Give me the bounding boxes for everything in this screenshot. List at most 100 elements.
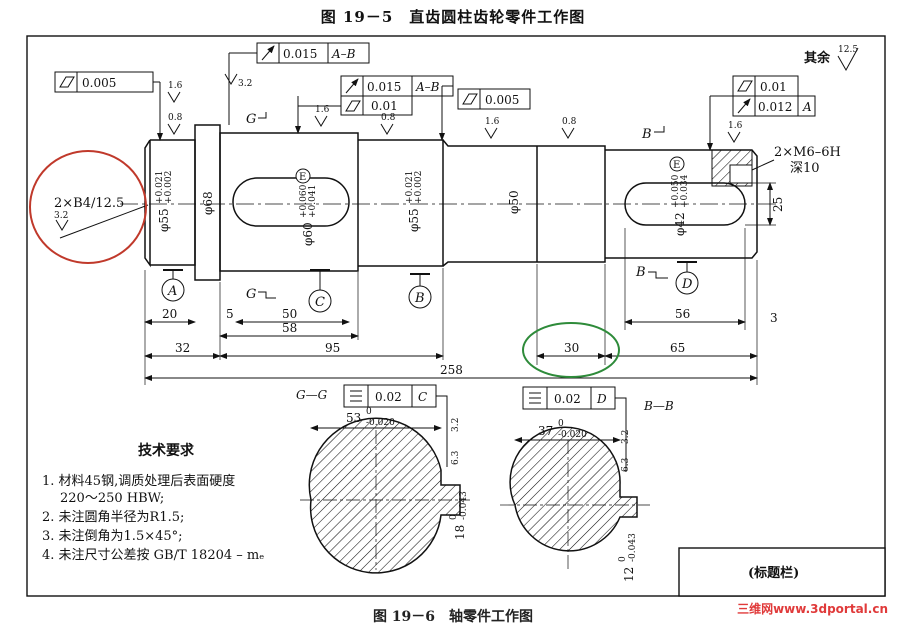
svg-text:A: A	[167, 284, 177, 299]
svg-text:0: 0	[449, 514, 459, 520]
svg-text:53: 53	[346, 411, 361, 425]
length-dimensions: 20 5 50 58 32 95 30 65 56 3 258	[144, 228, 778, 385]
svg-text:+0.050: +0.050	[671, 174, 681, 208]
shaft-outline	[144, 124, 758, 281]
svg-text:+0.002: +0.002	[414, 171, 424, 204]
watermark: 三维网www.3dportal.cn	[737, 602, 888, 616]
svg-text:18: 18	[453, 525, 467, 540]
svg-text:φ55: φ55	[407, 208, 421, 232]
svg-text:58: 58	[282, 321, 297, 335]
svg-text:G: G	[246, 112, 256, 127]
svg-text:25: 25	[771, 197, 785, 212]
svg-text:0.8: 0.8	[562, 117, 577, 127]
svg-text:258: 258	[440, 363, 463, 377]
svg-text:C: C	[315, 295, 325, 310]
svg-text:0.015: 0.015	[283, 47, 317, 61]
svg-text:G—G: G—G	[296, 388, 328, 402]
svg-text:-0.020: -0.020	[366, 418, 395, 428]
roughness-marks: 1.6 3.2 0.8 1.6 0.8 1.6 0.8 1.6 3.2	[54, 73, 743, 231]
svg-text:φ68: φ68	[201, 191, 215, 215]
global-roughness: 其余 12.5	[804, 45, 859, 72]
svg-text:A–B: A–B	[415, 80, 440, 94]
svg-text:0.012: 0.012	[758, 100, 792, 114]
svg-text:6.3: 6.3	[621, 457, 631, 472]
svg-text:3.2: 3.2	[621, 430, 631, 444]
svg-text:65: 65	[670, 341, 685, 355]
svg-text:3.2: 3.2	[54, 211, 68, 221]
svg-text:φ55: φ55	[157, 208, 171, 232]
svg-text:3.2: 3.2	[238, 79, 252, 89]
svg-text:C: C	[418, 390, 427, 404]
drawing-border	[26, 35, 886, 597]
keyway-end-seat	[624, 182, 746, 226]
svg-text:220～250 HBW;: 220～250 HBW;	[60, 491, 164, 506]
section-bb: 0.02 D B—B 37 0 -0.020 120-0.043 3.2 6.3	[500, 386, 674, 582]
svg-text:0.8: 0.8	[168, 113, 183, 123]
svg-text:G: G	[246, 287, 256, 302]
svg-text:A: A	[802, 100, 812, 114]
svg-text:A–B: A–B	[331, 47, 356, 61]
svg-text:0.02: 0.02	[554, 392, 581, 406]
svg-text:0: 0	[558, 419, 564, 429]
svg-text:φ50: φ50	[507, 190, 521, 214]
svg-text:12: 12	[622, 567, 636, 582]
section-gg: G—G 0.02 C 53 0 -0.020 180-0.043 3.2 6.3	[296, 384, 470, 574]
tolerance-frame-1: 0.015 A–B	[228, 42, 370, 125]
keyway-gear-seat	[232, 177, 350, 227]
svg-text:3. 未注倒角为1.5×45°;: 3. 未注倒角为1.5×45°;	[42, 529, 183, 544]
svg-text:12.5: 12.5	[838, 45, 858, 55]
svg-text:E: E	[673, 160, 680, 171]
tech-requirements: 技术要求 1. 材料45钢,调质处理后表面硬度 220～250 HBW; 2. …	[42, 442, 264, 563]
svg-text:0.01: 0.01	[760, 80, 787, 94]
svg-text:B: B	[414, 291, 425, 306]
svg-text:D: D	[681, 277, 693, 292]
svg-text:32: 32	[175, 341, 190, 355]
svg-text:20: 20	[162, 307, 177, 321]
svg-text:-0.043: -0.043	[628, 533, 638, 562]
notes: 2×B4/12.5 2×M6–6H 深10	[54, 145, 841, 239]
svg-text:37: 37	[538, 424, 553, 438]
svg-text:0: 0	[618, 556, 628, 562]
svg-text:0.005: 0.005	[485, 93, 519, 107]
svg-text:0.8: 0.8	[381, 113, 396, 123]
svg-text:2. 未注圆角半径为R1.5;: 2. 未注圆角半径为R1.5;	[42, 510, 184, 525]
svg-text:56: 56	[675, 307, 690, 321]
svg-text:+0.041: +0.041	[308, 185, 318, 218]
svg-text:1. 材料45钢,调质处理后表面硬度: 1. 材料45钢,调质处理后表面硬度	[42, 473, 235, 489]
svg-text:1.6: 1.6	[485, 117, 500, 127]
svg-text:B: B	[641, 127, 652, 142]
svg-text:0.015: 0.015	[367, 80, 401, 94]
svg-text:6.3: 6.3	[451, 450, 461, 465]
svg-text:+0.034: +0.034	[680, 174, 690, 208]
svg-text:0.01: 0.01	[371, 99, 398, 113]
svg-text:1.6: 1.6	[315, 105, 330, 115]
svg-text:D: D	[596, 392, 607, 406]
svg-text:+0.021: +0.021	[405, 171, 415, 204]
svg-text:深10: 深10	[790, 161, 820, 176]
title-block: (标题栏)	[678, 547, 886, 597]
next-figure-caption: 图 19－6 轴零件工作图	[372, 609, 534, 625]
tolerance-frame-2: 0.005	[54, 71, 163, 141]
svg-text:其余: 其余	[804, 50, 831, 66]
tolerance-frame-3: 0.015 A–B 0.01	[295, 75, 454, 141]
svg-text:3.2: 3.2	[451, 418, 461, 432]
svg-text:φ60: φ60	[301, 222, 315, 246]
svg-text:技术要求: 技术要求	[138, 442, 195, 459]
svg-text:+0.002: +0.002	[164, 171, 174, 204]
svg-text:φ42: φ42	[673, 212, 687, 236]
svg-text:30: 30	[564, 341, 579, 355]
tolerance-frame-4: 0.005	[457, 88, 531, 110]
svg-text:(标题栏): (标题栏)	[748, 565, 799, 581]
tolerance-frame-5: 0.01 0.012 A	[707, 75, 816, 151]
datum-symbols: A C B D	[161, 261, 699, 313]
svg-text:+0.060: +0.060	[299, 184, 309, 218]
svg-text:-0.043: -0.043	[459, 491, 469, 520]
svg-text:B—B: B—B	[643, 399, 674, 413]
svg-text:E: E	[299, 172, 306, 183]
svg-text:1.6: 1.6	[728, 121, 743, 131]
svg-text:0: 0	[366, 407, 372, 417]
svg-text:3: 3	[770, 311, 778, 325]
svg-text:2×M6–6H: 2×M6–6H	[774, 145, 841, 160]
svg-text:2×B4/12.5: 2×B4/12.5	[54, 196, 124, 211]
